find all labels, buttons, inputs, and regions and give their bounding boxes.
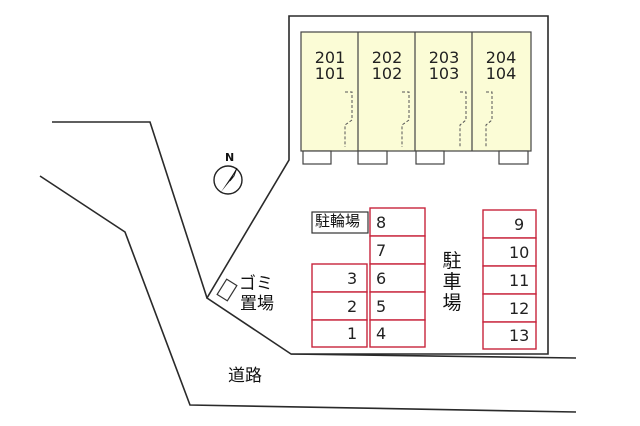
parking-stall [482, 321, 537, 350]
bicycle-parking-box [311, 211, 369, 234]
unit-label-203: 203 [428, 48, 460, 67]
north-compass-icon [213, 165, 243, 195]
entry-step [357, 150, 388, 165]
stall-number-5: 5 [376, 297, 387, 316]
entry-step [302, 150, 332, 165]
stall-number-7: 7 [376, 241, 387, 260]
unit-label-104: 104 [485, 64, 517, 83]
stall-number-10: 10 [509, 243, 530, 262]
parking-stall [369, 263, 426, 293]
parking-area-label: 駐車場 [442, 250, 462, 314]
stall-number-11: 11 [509, 271, 530, 290]
entry-step [415, 150, 445, 165]
stall-number-1: 1 [347, 324, 358, 343]
unit-label-103: 103 [428, 64, 460, 83]
parking-stall [482, 293, 537, 323]
unit-label-201: 201 [314, 48, 346, 67]
stall-number-8: 8 [376, 213, 387, 232]
stall-number-4: 4 [376, 324, 387, 343]
stall-number-13: 13 [509, 326, 530, 345]
stall-number-9: 9 [514, 215, 525, 234]
unit-label-101: 101 [314, 64, 346, 83]
road-label: 道路 [228, 366, 262, 386]
unit-label-204: 204 [485, 48, 517, 67]
road-edge-lower [39, 175, 577, 413]
entry-step [498, 150, 529, 165]
entry-steps [302, 150, 529, 165]
parking-stall [311, 291, 368, 321]
parking-stall [311, 319, 368, 348]
stall-number-6: 6 [376, 269, 387, 288]
garbage-icon [216, 278, 238, 302]
road-edge-upper [52, 121, 208, 299]
parking-stall [311, 263, 368, 293]
unit-label-102: 102 [371, 64, 403, 83]
stall-number-2: 2 [347, 297, 358, 316]
unit-partitions [344, 91, 493, 147]
stall-number-12: 12 [509, 299, 530, 318]
unit-label-202: 202 [371, 48, 403, 67]
compass-north-label: N [225, 151, 235, 164]
bicycle-parking-label: 駐輪場 [315, 212, 361, 230]
parking-stalls [311, 207, 537, 350]
parking-stall [369, 319, 426, 348]
building [300, 31, 532, 152]
garbage-area-label-top: ゴミ [239, 274, 273, 294]
parking-stall [482, 209, 537, 239]
stall-number-3: 3 [347, 269, 358, 288]
garbage-area-label-bottom: 置場 [240, 294, 274, 314]
